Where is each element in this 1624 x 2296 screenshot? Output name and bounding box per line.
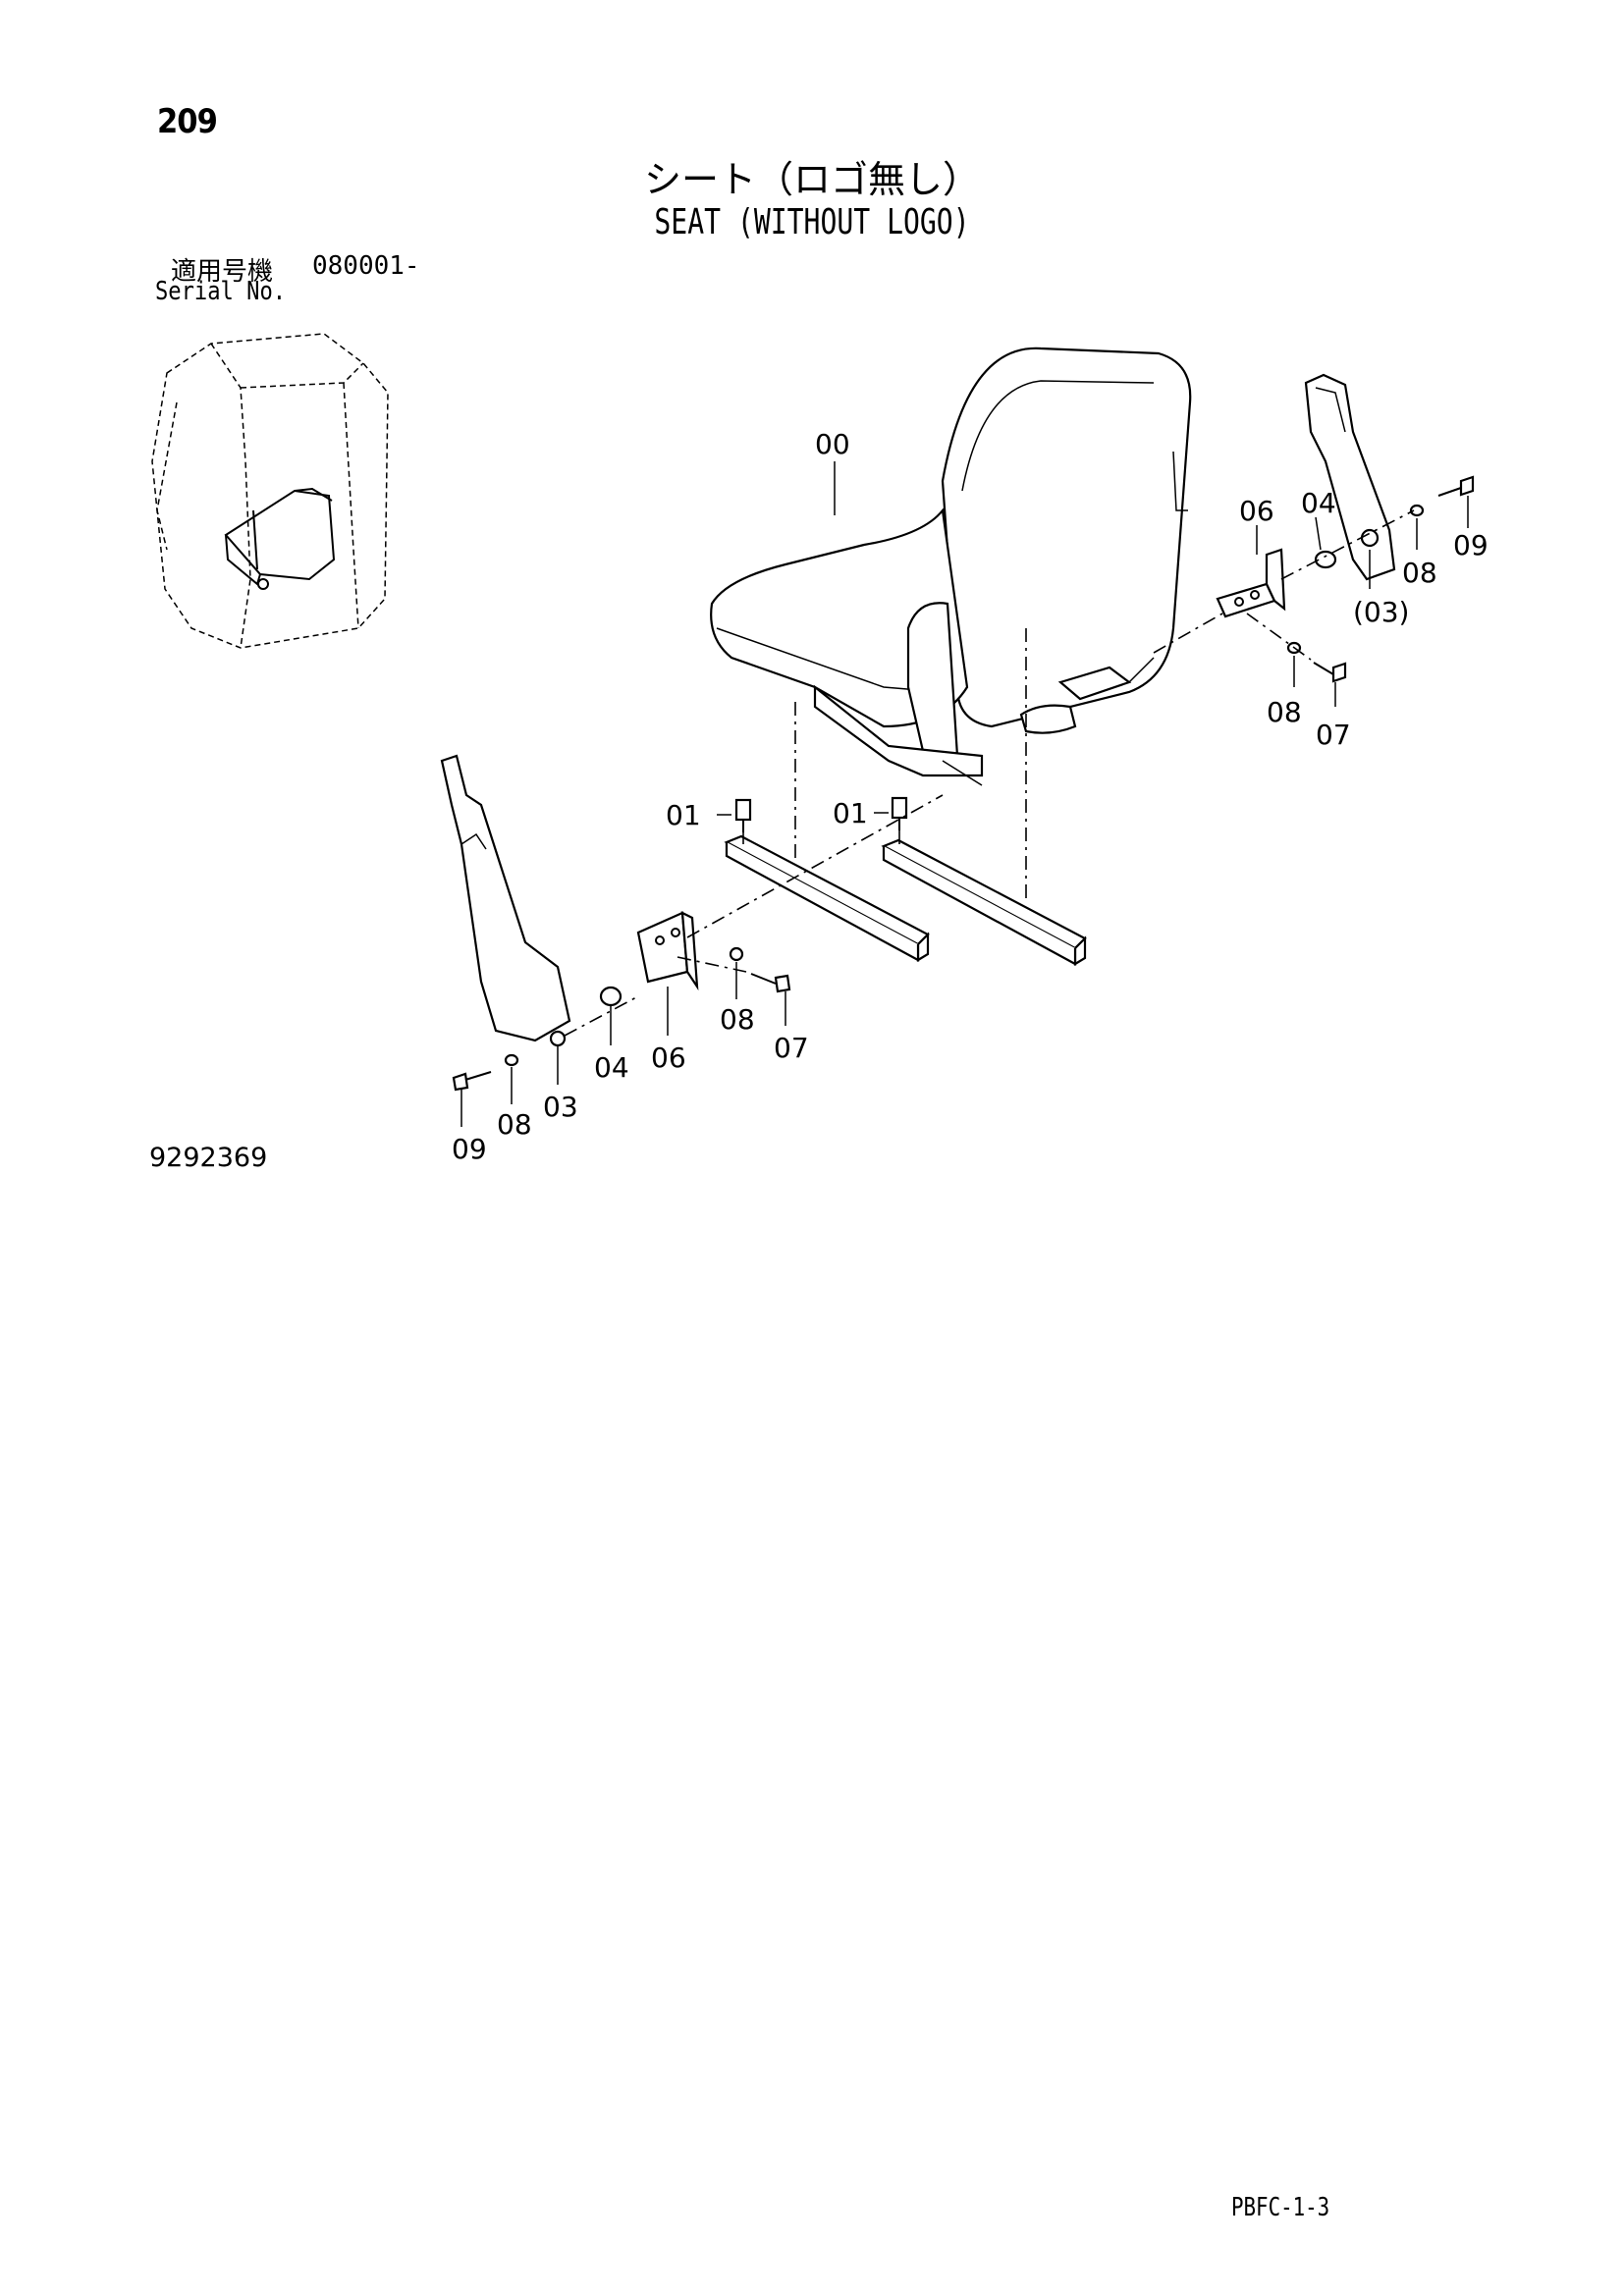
callout-washer-right-bottom: 08 — [1267, 696, 1302, 728]
callout-bracket-left: 06 — [651, 1041, 686, 1074]
serial-range: 080001- — [312, 251, 420, 281]
page-code: PBFC-1-3 — [1231, 2193, 1330, 2222]
callout-seat: 00 — [815, 428, 850, 460]
left-belt-assembly — [440, 754, 791, 1092]
callout-collar-right: 04 — [1301, 487, 1336, 519]
serial-label-english: Serial No. — [155, 277, 287, 306]
callout-washer-left-bottom: 08 — [497, 1108, 532, 1141]
callout-bolt9-right: 09 — [1453, 529, 1489, 561]
callout-bolt7-right: 07 — [1316, 719, 1351, 751]
page-number: 209 — [157, 102, 218, 141]
callout-belt-left: 03 — [543, 1091, 578, 1123]
callout-bolt-left: 01 — [666, 799, 701, 831]
drawing-number: 9292369 — [149, 1143, 268, 1173]
leader-lines — [460, 461, 1469, 1127]
right-belt-assembly — [1216, 373, 1475, 683]
assembly-lines — [564, 509, 1415, 1037]
serial-label-japanese: 適用号機 — [171, 257, 274, 287]
seat-rails — [724, 834, 1087, 966]
callout-bolt-right: 01 — [833, 797, 868, 829]
callout-labels: 00 06 04 (03) 08 09 08 07 01 01 03 04 06… — [452, 428, 1489, 1165]
callout-washer-right-top: 08 — [1402, 557, 1437, 589]
callout-belt-right-ref: (03) — [1353, 596, 1409, 628]
callout-bracket-right: 06 — [1239, 495, 1274, 527]
bolt-01-pair — [734, 796, 908, 832]
callout-bolt7-left: 07 — [774, 1032, 809, 1064]
seat-assembly — [710, 347, 1192, 786]
callout-bolt9-left: 09 — [452, 1133, 487, 1165]
cab-location-thumbnail — [151, 333, 389, 649]
callout-washer-left-mid: 08 — [720, 1003, 755, 1036]
title-japanese: シート（ロゴ無し） — [643, 158, 980, 201]
callout-collar-left: 04 — [594, 1051, 629, 1084]
title-english: SEAT (WITHOUT LOGO) — [654, 202, 970, 242]
